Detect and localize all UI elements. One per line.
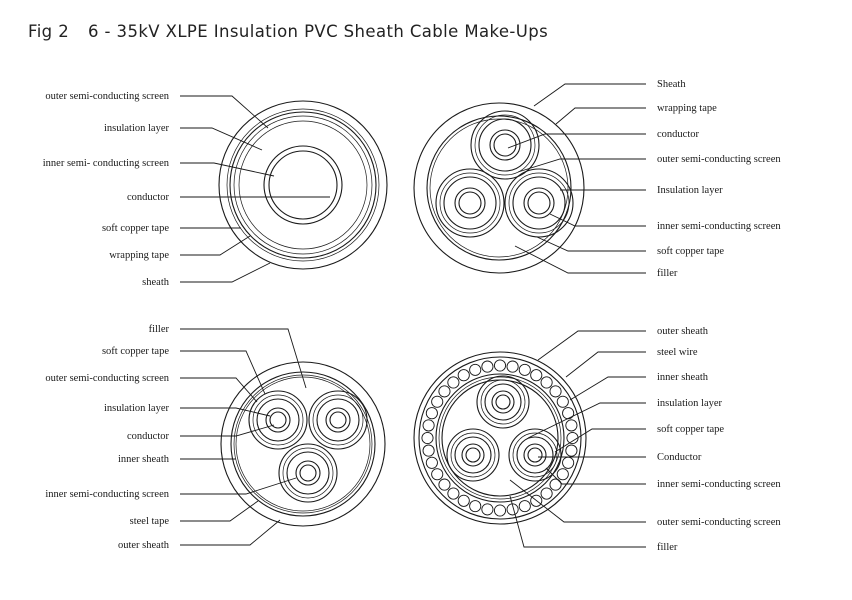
label-inner-semi-conducting-screen: inner semi-conducting screen bbox=[45, 489, 169, 500]
steel-tape-armoured-cross-section bbox=[220, 361, 386, 527]
steel-wire-ring bbox=[421, 359, 579, 517]
steel-wire-strand bbox=[562, 456, 575, 469]
steel-wire-strand bbox=[447, 376, 460, 389]
steel-wire-strand bbox=[518, 500, 531, 513]
label-conductor: conductor bbox=[127, 192, 169, 203]
label-inner-sheath: inner sheath bbox=[657, 372, 709, 383]
steel-tape-armoured-labels: filler soft copper tape outer semi-condu… bbox=[45, 324, 169, 551]
label-outer-sheath: outer sheath bbox=[657, 326, 709, 337]
label-inner-semi-conducting-screen: inner semi-conducting screen bbox=[657, 221, 781, 232]
label-conductor: conductor bbox=[657, 129, 699, 140]
steel-wire-strand bbox=[556, 468, 569, 481]
label-soft-copper-tape: soft copper tape bbox=[102, 223, 169, 234]
label-inner-semi-conducting-screen: inner semi-conducting screen bbox=[657, 479, 781, 490]
steel-wire-strand bbox=[518, 363, 531, 376]
steel-wire-strand bbox=[469, 500, 482, 513]
steel-wire-strand bbox=[565, 444, 578, 457]
steel-wire-strand bbox=[493, 359, 507, 372]
steel-wire-strand bbox=[493, 504, 507, 517]
figure-number: Fig 2 bbox=[28, 22, 69, 41]
steel-wire-strand bbox=[457, 494, 470, 507]
label-sheath: Sheath bbox=[657, 79, 686, 90]
label-insulation-layer: insulation layer bbox=[104, 123, 170, 134]
steel-wire-strand bbox=[431, 395, 444, 408]
steel-wire-strand bbox=[447, 487, 460, 500]
single-core-cable-diagram: outer semi-conducting screen insulation … bbox=[43, 91, 388, 288]
steel-wire-strand bbox=[469, 363, 482, 376]
steel-tape-armoured-cable-diagram: filler soft copper tape outer semi-condu… bbox=[45, 324, 386, 551]
steel-wire-strand bbox=[422, 419, 435, 432]
label-insulation-layer: Insulation layer bbox=[657, 185, 723, 196]
label-wrapping-tape: wrapping tape bbox=[109, 250, 169, 261]
single-core-leader-lines bbox=[180, 95, 330, 283]
label-steel-wire: steel wire bbox=[657, 347, 698, 358]
three-core-leader-lines bbox=[507, 83, 646, 274]
label-filler: filler bbox=[657, 268, 678, 279]
steel-wire-strand bbox=[540, 376, 553, 389]
label-sheath: sheath bbox=[142, 277, 170, 288]
steel-wire-strand bbox=[457, 369, 470, 382]
steel-tape-armoured-leader-lines bbox=[180, 328, 307, 546]
single-core-cable-cross-section bbox=[218, 100, 388, 270]
steel-wire-strand bbox=[422, 444, 435, 457]
steel-wire-strand bbox=[425, 407, 438, 420]
steel-wire-strand bbox=[562, 407, 575, 420]
label-outer-semi-conducting-screen: outer semi-conducting screen bbox=[45, 91, 169, 102]
steel-wire-strand bbox=[549, 478, 562, 491]
steel-wire-strand bbox=[431, 468, 444, 481]
steel-wire-strand bbox=[506, 360, 519, 373]
three-core-cable-diagram: Sheath wrapping tape conductor outer sem… bbox=[413, 79, 781, 279]
label-soft-copper-tape: soft copper tape bbox=[657, 246, 724, 257]
steel-wire-armoured-cross-section bbox=[413, 351, 587, 525]
label-soft-copper-tape: soft copper tape bbox=[657, 424, 724, 435]
label-outer-semi-conducting-screen: outer semi-conducting screen bbox=[657, 154, 781, 165]
label-steel-tape: steel tape bbox=[130, 516, 170, 527]
label-conductor: Conductor bbox=[657, 452, 702, 463]
steel-wire-strand bbox=[425, 456, 438, 469]
label-filler: filler bbox=[657, 542, 678, 553]
label-conductor: conductor bbox=[127, 431, 169, 442]
label-insulation-layer: insulation layer bbox=[104, 403, 170, 414]
single-core-labels: outer semi-conducting screen insulation … bbox=[43, 91, 170, 288]
label-outer-semi-conducting-screen: outer semi-conducting screen bbox=[45, 373, 169, 384]
steel-wire-strand bbox=[421, 431, 434, 445]
steel-wire-armoured-leader-lines bbox=[509, 330, 646, 548]
label-insulation-layer: insulation layer bbox=[657, 398, 723, 409]
label-outer-sheath: outer sheath bbox=[118, 540, 170, 551]
steel-wire-strand bbox=[566, 431, 579, 445]
label-filler: filler bbox=[149, 324, 170, 335]
label-soft-copper-tape: soft copper tape bbox=[102, 346, 169, 357]
steel-wire-strand bbox=[481, 503, 494, 516]
label-inner-semi-conducting-screen: inner semi- conducting screen bbox=[43, 158, 170, 169]
label-wrapping-tape: wrapping tape bbox=[657, 103, 717, 114]
steel-wire-strand bbox=[481, 360, 494, 373]
three-core-cable-cross-section bbox=[413, 102, 585, 274]
steel-wire-strand bbox=[565, 419, 578, 432]
steel-wire-strand bbox=[549, 385, 562, 398]
three-core-labels: Sheath wrapping tape conductor outer sem… bbox=[657, 79, 781, 279]
label-outer-semi-conducting-screen: outer semi-conducting screen bbox=[657, 517, 781, 528]
steel-wire-strand bbox=[530, 369, 543, 382]
steel-wire-armoured-cable-diagram: outer sheath steel wire inner sheath ins… bbox=[413, 326, 781, 553]
steel-wire-strand bbox=[556, 395, 569, 408]
steel-wire-armoured-labels: outer sheath steel wire inner sheath ins… bbox=[657, 326, 781, 553]
steel-wire-strand bbox=[438, 478, 451, 491]
figure-title: 6 - 35kV XLPE Insulation PVC Sheath Cabl… bbox=[88, 22, 548, 41]
label-inner-sheath: inner sheath bbox=[118, 454, 170, 465]
steel-wire-strand bbox=[540, 487, 553, 500]
steel-wire-strand bbox=[438, 385, 451, 398]
